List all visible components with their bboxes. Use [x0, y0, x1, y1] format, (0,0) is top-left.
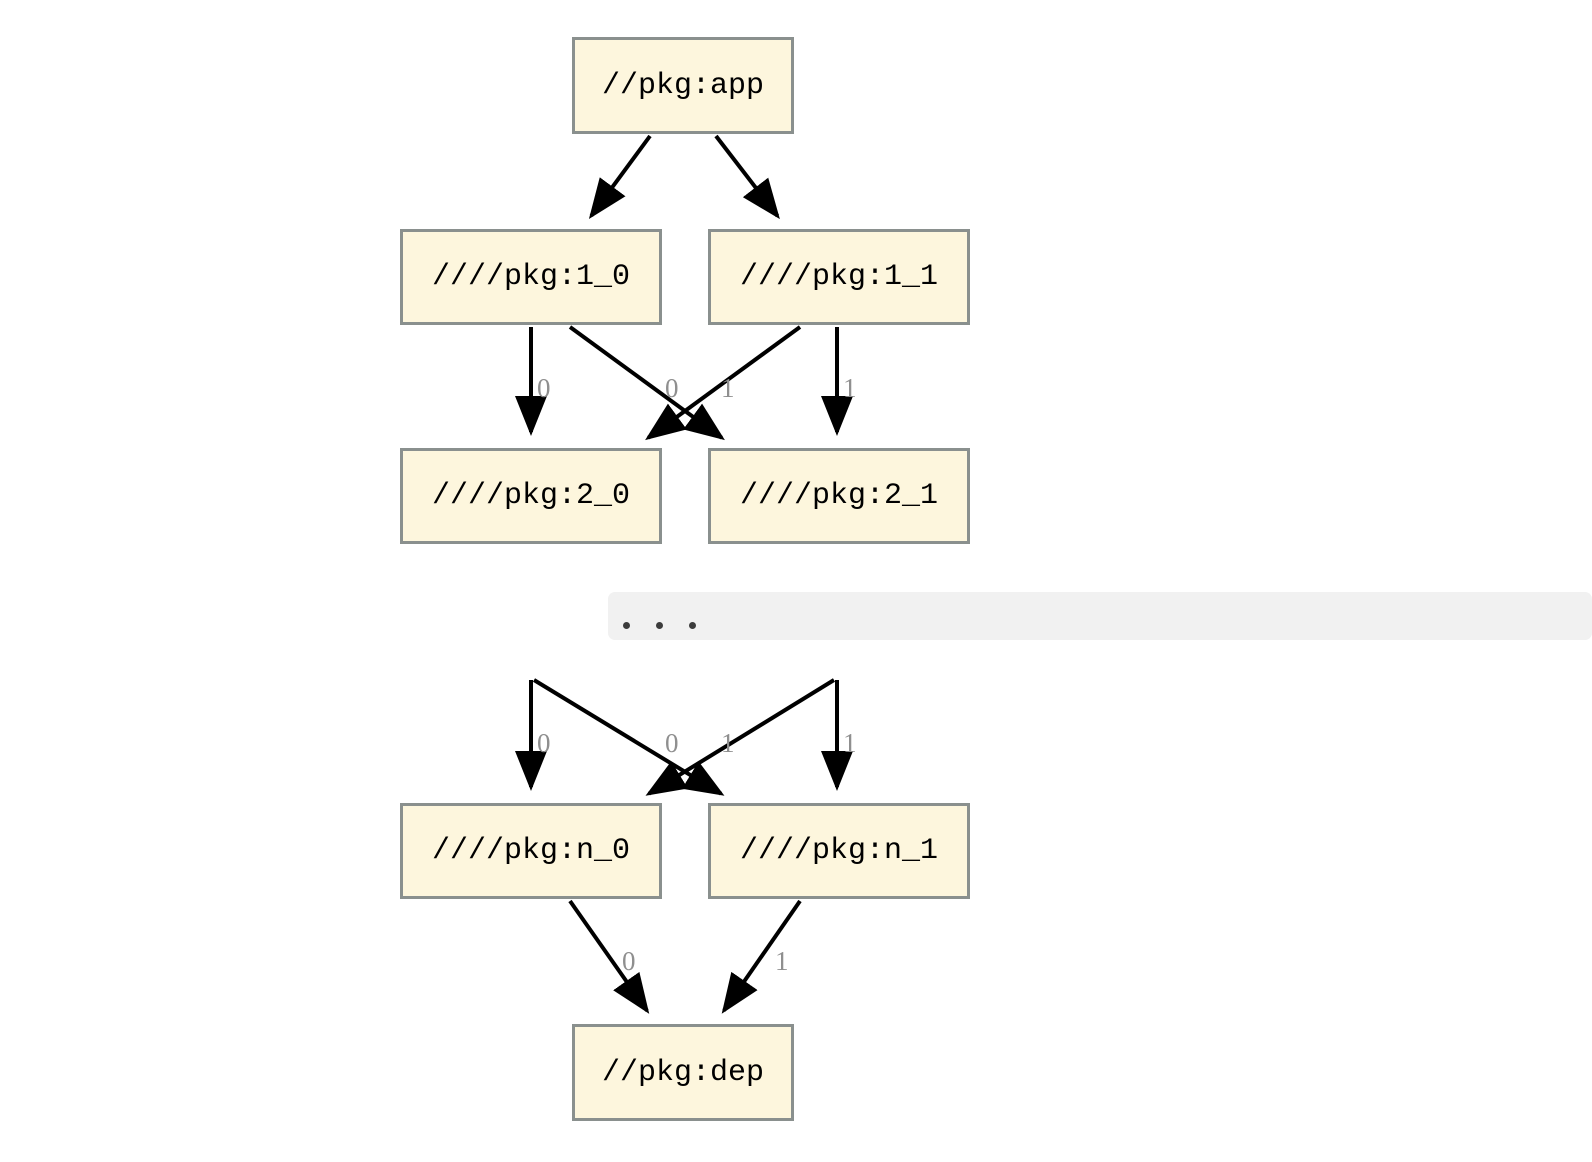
graph-edge-label-e-trunc-n_1b: 1: [843, 728, 857, 758]
ellipsis-dot: [656, 622, 663, 629]
graph-node-label: //pkg:app: [601, 68, 765, 103]
ellipsis-dot: [689, 622, 696, 629]
graph-edge-label-e-1_0-2_1: 0: [665, 373, 679, 403]
graph-edge-e-app-1_1: [714, 134, 780, 220]
graph-node-n1_0[interactable]: ////pkg:1_0: [400, 229, 662, 325]
graph-edge-e-1_0-2_1: [568, 325, 725, 441]
ellipsis-dot: [623, 622, 630, 629]
graph-edge-e-app-1_0: [588, 134, 652, 219]
graph-edge-label-e-1_0-2_0: 0: [537, 373, 551, 403]
graph-edge-label-e-1_1-2_0: 1: [721, 373, 735, 403]
graph-node-dep[interactable]: //pkg:dep: [572, 1024, 794, 1121]
ellipsis-dots: [608, 622, 696, 640]
graph-node-n2_1[interactable]: ////pkg:2_1: [708, 448, 970, 544]
graph-node-label: ////pkg:n_0: [431, 834, 631, 868]
ellipsis-separator: [608, 592, 1592, 640]
graph-node-nn_1[interactable]: ////pkg:n_1: [708, 803, 970, 899]
graph-node-label: ////pkg:2_1: [739, 479, 939, 513]
graph-node-label: ////pkg:2_0: [431, 479, 631, 513]
graph-node-label: ////pkg:n_1: [739, 834, 939, 868]
graph-edge-label-e-trunc-n_0b: 1: [721, 728, 735, 758]
graph-edge-e-n_1-dep: [721, 899, 802, 1014]
graph-node-n1_1[interactable]: ////pkg:1_1: [708, 229, 970, 325]
graph-node-label: ////pkg:1_1: [739, 260, 939, 294]
graph-node-nn_0[interactable]: ////pkg:n_0: [400, 803, 662, 899]
graph-edge-label-e-trunc-n_0: 0: [537, 728, 551, 758]
graph-node-n2_0[interactable]: ////pkg:2_0: [400, 448, 662, 544]
graph-node-label: ////pkg:1_0: [431, 260, 631, 294]
graph-node-label: //pkg:dep: [601, 1055, 765, 1090]
graph-node-app[interactable]: //pkg:app: [572, 37, 794, 134]
graph-edge-label-e-n_1-dep: 1: [775, 946, 789, 976]
graph-edge-label-e-trunc-n_1: 0: [665, 728, 679, 758]
graph-edge-e-trunc-n_1: [532, 678, 725, 796]
graph-edge-label-e-n_0-dep: 0: [622, 946, 636, 976]
graph-edge-label-e-1_1-2_1: 1: [843, 373, 857, 403]
